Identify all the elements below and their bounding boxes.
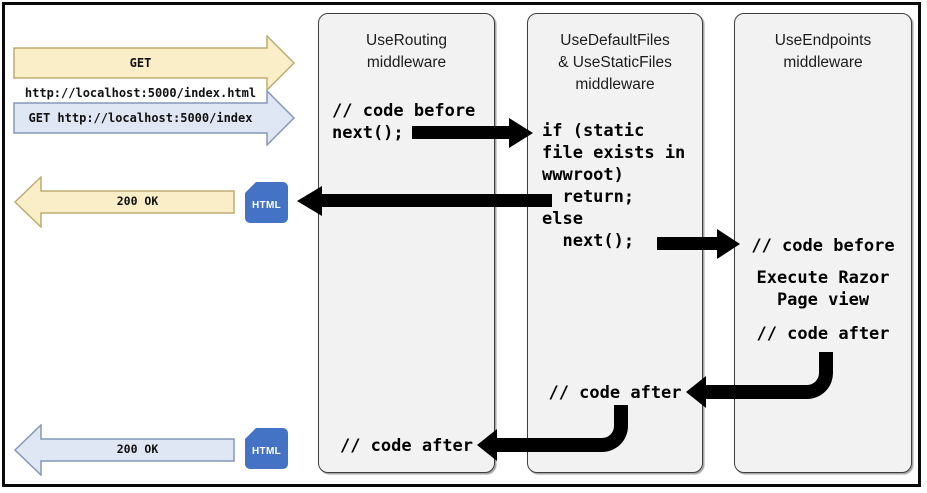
- staticfiles-code: if (static file exists in wwwroot) retur…: [542, 121, 686, 251]
- flow-arrow-static-return-bar: [322, 194, 552, 207]
- staticfiles-title: UseDefaultFiles & UseStaticFiles middlew…: [558, 32, 672, 93]
- staticfiles-code-after: // code after: [548, 383, 682, 403]
- middleware-box-endpoints: UseEndpoints middleware // code before E…: [734, 13, 912, 473]
- flow-arrow-endpoints-return-bend: [700, 352, 833, 399]
- flow-arrow-static-after-head: [477, 429, 497, 461]
- html-file-icon-top-label: HTML: [252, 199, 281, 211]
- routing-code-top: // code before next();: [332, 101, 476, 143]
- request-html-label: GET http://localhost:5000/index.html: [24, 56, 257, 100]
- endpoints-code-before: // code before: [751, 236, 895, 256]
- html-file-icon-top: HTML: [245, 182, 288, 223]
- response-arrow-static: [14, 176, 235, 228]
- endpoints-code-after: // code after: [756, 324, 890, 344]
- endpoints-title: UseEndpoints middleware: [774, 32, 872, 71]
- middleware-box-routing: UseRouting middleware // code before nex…: [318, 13, 495, 473]
- flow-arrow-static-next-bar: [657, 237, 717, 250]
- flow-arrow-endpoints-return-head: [686, 376, 706, 408]
- html-file-icon-bottom-label: HTML: [252, 445, 281, 457]
- flow-arrow-static-next-head: [717, 228, 740, 259]
- request-extensionless-label: GET http://localhost:5000/index: [28, 111, 253, 125]
- response-arrow-static-shape: [14, 176, 235, 228]
- request-arrow-html: [13, 35, 296, 91]
- request-arrow-html-shape: [13, 35, 296, 91]
- endpoints-action: Execute Razor Page view: [756, 268, 890, 310]
- response-static-label: 200 OK: [116, 194, 159, 208]
- response-arrow-razor: [14, 424, 235, 476]
- routing-title: UseRouting middleware: [366, 32, 447, 71]
- flow-arrow-routing-next-bar: [412, 126, 509, 139]
- request-arrow-extensionless: [13, 90, 296, 146]
- routing-code-after: // code after: [339, 436, 474, 456]
- request-arrow-extensionless-shape: [13, 90, 296, 146]
- flow-arrow-static-after-bend: [490, 405, 628, 452]
- html-file-icon-bottom: HTML: [245, 428, 288, 469]
- flow-arrow-routing-next-head: [509, 117, 533, 148]
- flow-arrow-static-return-head: [297, 185, 322, 216]
- response-razor-label: 200 OK: [116, 442, 159, 456]
- response-arrow-razor-shape: [14, 424, 235, 476]
